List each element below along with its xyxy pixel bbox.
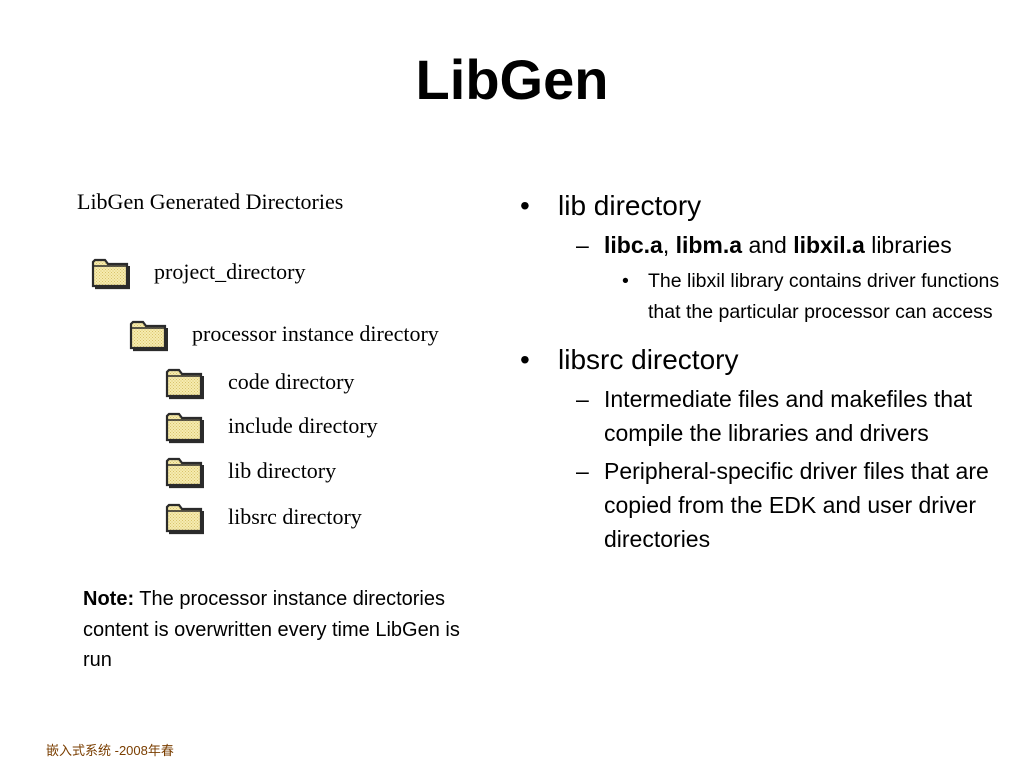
note-text: Note: The processor instance directories… bbox=[83, 584, 473, 676]
dir-row-include: include directory bbox=[164, 406, 378, 446]
bullet-marker: • bbox=[520, 190, 530, 221]
bullet-marker: • bbox=[622, 270, 629, 292]
and-text: and bbox=[742, 232, 794, 258]
note-body: The processor instance directories conte… bbox=[83, 588, 460, 671]
folder-icon bbox=[90, 254, 130, 290]
note-label: Note: bbox=[83, 588, 135, 610]
bullet-libsrc-directory: • libsrc directory bbox=[520, 342, 1000, 378]
dash-marker: – bbox=[576, 232, 589, 258]
directories-heading: LibGen Generated Directories bbox=[77, 189, 344, 214]
folder-icon bbox=[164, 408, 204, 444]
dir-label: lib directory bbox=[228, 458, 337, 483]
dir-row-lib: lib directory bbox=[164, 451, 336, 491]
dir-row-libsrc: libsrc directory bbox=[164, 497, 362, 537]
dir-row-project: project_directory bbox=[90, 252, 306, 292]
libc-name: libc.a bbox=[604, 232, 663, 258]
folder-icon bbox=[164, 364, 204, 400]
libraries-text: libraries bbox=[864, 232, 952, 258]
bullet-lib-directory: • lib directory bbox=[520, 188, 1000, 224]
slide-title: LibGen bbox=[415, 48, 609, 111]
libxil-name: libxil.a bbox=[793, 232, 865, 258]
separator: , bbox=[662, 232, 676, 258]
dir-label: project_directory bbox=[154, 259, 306, 284]
dir-row-processor-instance: processor instance directory bbox=[128, 314, 439, 354]
bullet-list: • lib directory – libc.a, libm.a and lib… bbox=[520, 188, 1000, 560]
dir-label: processor instance directory bbox=[192, 321, 439, 346]
dir-row-code: code directory bbox=[164, 362, 354, 402]
detail-text: The libxil library contains driver funct… bbox=[648, 270, 1000, 323]
dash-marker: – bbox=[576, 386, 589, 412]
folder-icon bbox=[128, 316, 168, 352]
dash-marker: – bbox=[576, 458, 589, 484]
dir-label: code directory bbox=[228, 369, 355, 394]
sub-bullet-libraries: – libc.a, libm.a and libxil.a libraries bbox=[576, 228, 1000, 262]
sub-bullet-driver-files: – Peripheral-specific driver files that … bbox=[576, 454, 1000, 556]
sub-bullet-intermediate-files: – Intermediate files and makefiles that … bbox=[576, 382, 1000, 450]
sub-bullet-text: Peripheral-specific driver files that ar… bbox=[604, 458, 989, 552]
bullet-marker: • bbox=[520, 344, 530, 375]
dir-label: libsrc directory bbox=[228, 504, 362, 529]
bullet-text: libsrc directory bbox=[558, 344, 739, 375]
sub-bullet-text: Intermediate files and makefiles that co… bbox=[604, 386, 973, 446]
libm-name: libm.a bbox=[675, 232, 743, 258]
detail-bullet-libxil: • The libxil library contains driver fun… bbox=[622, 266, 1000, 328]
slide-footer: 嵌入式系统 -2008年春 bbox=[46, 743, 174, 758]
dir-label: include directory bbox=[228, 413, 378, 438]
folder-icon bbox=[164, 499, 204, 535]
folder-icon bbox=[164, 453, 204, 489]
bullet-text: lib directory bbox=[558, 190, 702, 221]
